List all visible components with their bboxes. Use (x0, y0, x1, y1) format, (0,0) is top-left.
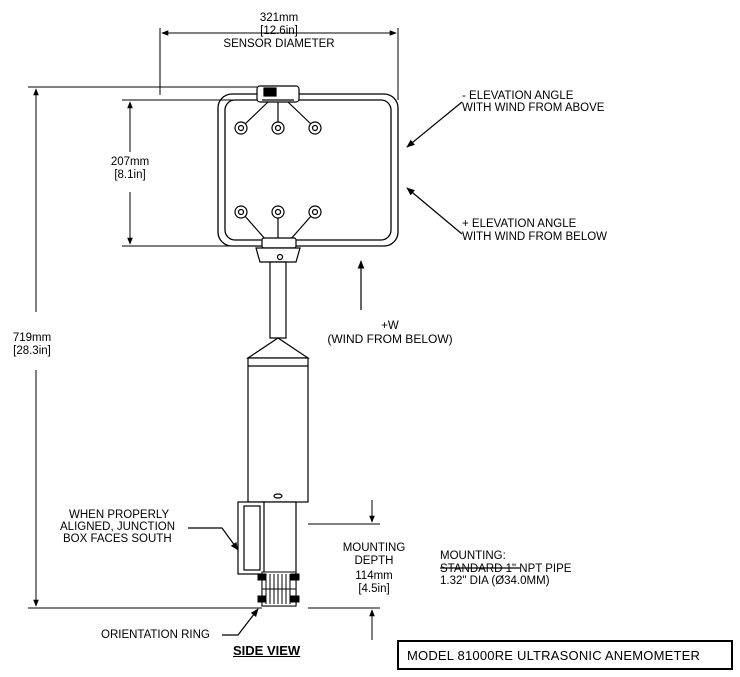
lower-transducers (234, 205, 322, 241)
sensor-diameter-mm: 321mm (259, 12, 299, 24)
model-title: MODEL 81000RE ULTRASONIC ANEMOMETER (407, 648, 701, 663)
head-height-mm: 207mm (110, 156, 150, 168)
mounting-depth-dimension (308, 500, 380, 640)
sensor-diameter-dimension (159, 28, 399, 100)
view-title: SIDE VIEW (233, 643, 301, 658)
mounting-note-line2: STANDARD 1" NPT PIPE (440, 563, 572, 575)
upper-transducers (234, 101, 322, 135)
mounting-note-line3: 1.32" DIA (Ø34.0MM) (440, 575, 550, 587)
sensor-diameter-in: [12.6in] (260, 25, 298, 37)
overall-height-dimension (28, 86, 262, 609)
elevation-neg-line2: WITH WIND FROM ABOVE (462, 102, 605, 114)
model-title-box: MODEL 81000RE ULTRASONIC ANEMOMETER (397, 640, 733, 670)
sensor-diameter-label: SENSOR DIAMETER (223, 38, 335, 50)
bottom-hub (255, 237, 301, 263)
head-height-in: [8.1in] (114, 169, 146, 181)
wind-label: +W (381, 320, 399, 332)
junction-note-line3: BOX FACES SOUTH (63, 533, 172, 545)
elevation-pos-line2: WITH WIND FROM BELOW (462, 231, 608, 243)
orientation-ring (257, 571, 300, 607)
elevation-pos-line1: + ELEVATION ANGLE (462, 218, 577, 230)
mounting-depth-line2: DEPTH (354, 555, 394, 567)
mounting-depth-in: [4.5in] (358, 583, 390, 595)
sensor-head-frame (217, 93, 399, 247)
mounting-depth-mm: 114mm (355, 570, 393, 582)
mounting-note-line1: MOUNTING: (440, 550, 506, 562)
orientation-ring-label: ORIENTATION RING (101, 629, 210, 641)
elevation-neg-line1: - ELEVATION ANGLE (462, 90, 574, 102)
junction-note-line1: WHEN PROPERLY (69, 509, 170, 521)
mounting-depth-line1: MOUNTING (342, 542, 406, 554)
junction-note-line2: ALIGNED, JUNCTION (60, 521, 176, 533)
overall-height-mm: 719mm (12, 332, 52, 344)
wind-description: (WIND FROM BELOW) (327, 332, 453, 346)
top-hub (256, 85, 300, 103)
overall-height-in: [28.3in] (13, 345, 51, 357)
junction-box (237, 501, 265, 575)
annotation-arrows (188, 101, 520, 636)
